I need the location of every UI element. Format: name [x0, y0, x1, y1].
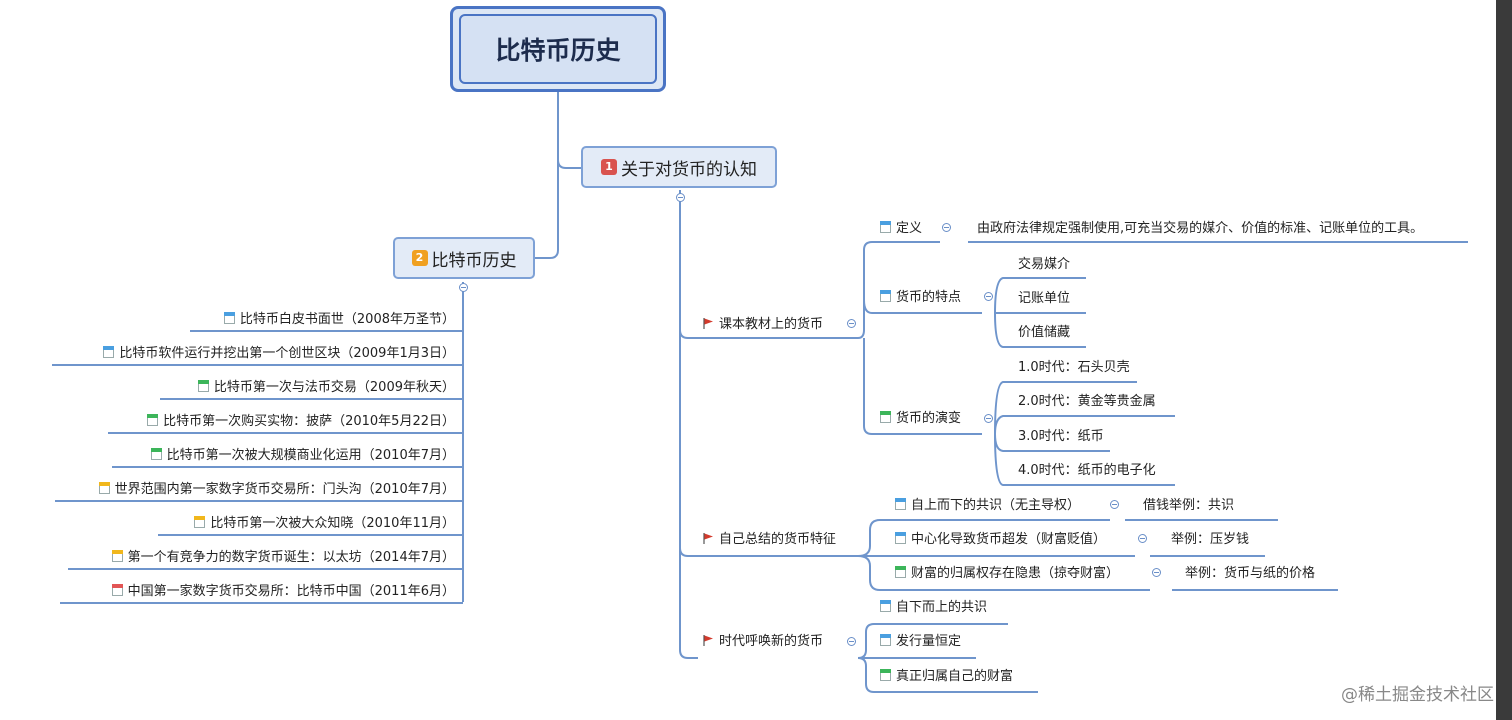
topic-money-evolution[interactable]: 货币的演变: [880, 410, 961, 428]
root-topic-label: 比特币历史: [459, 14, 657, 84]
priority-2-icon: 2: [411, 250, 428, 266]
evolution-item[interactable]: 3.0时代：纸币: [1018, 429, 1104, 444]
history-item[interactable]: 比特币第一次购买实物：披萨（2010年5月22日）: [147, 413, 455, 431]
summary-item[interactable]: 中心化导致货币超发（财富贬值）: [895, 531, 1106, 549]
feature-item[interactable]: 交易媒介: [1018, 257, 1071, 272]
era-item[interactable]: 真正归属自己的财富: [880, 668, 1013, 686]
collapse-toggle-icon[interactable]: [847, 319, 856, 328]
feature-item[interactable]: 价值储藏: [1018, 325, 1071, 340]
collapse-toggle-icon[interactable]: [676, 193, 685, 202]
history-item[interactable]: 比特币白皮书面世（2008年万圣节）: [223, 311, 455, 329]
history-item[interactable]: 比特币第一次被大规模商业化运用（2010年7月）: [150, 447, 455, 465]
red-flag-icon: [703, 533, 713, 544]
task-3-icon: [880, 411, 891, 423]
task-1-icon: [880, 221, 891, 233]
task-3-icon: [895, 566, 906, 578]
topic-money-features[interactable]: 货币的特点: [880, 289, 961, 307]
window-edge: [1496, 0, 1512, 720]
branch-history-label: 比特币历史: [431, 250, 517, 271]
topic-own-summary[interactable]: 自己总结的货币特征: [703, 531, 836, 549]
history-item[interactable]: 比特币第一次被大众知晓（2010年11月）: [194, 515, 455, 533]
priority-1-icon: 1: [601, 159, 617, 175]
task-2-icon: [895, 532, 906, 544]
evolution-item[interactable]: 1.0时代：石头贝壳: [1018, 360, 1130, 375]
task-1-icon: [880, 600, 891, 612]
summary-item[interactable]: 财富的归属权存在隐患（掠夺财富）: [895, 565, 1119, 583]
task-4-icon: [147, 414, 159, 426]
topic-textbook-money[interactable]: 课本教材上的货币: [703, 316, 823, 334]
summary-example[interactable]: 举例：货币与纸的价格: [1185, 566, 1316, 581]
collapse-toggle-icon[interactable]: [984, 292, 993, 301]
branch-bitcoin-history[interactable]: 2 比特币历史: [393, 237, 535, 279]
red-flag-icon: [703, 318, 713, 329]
task-8-icon: [111, 550, 123, 562]
task-2-icon: [880, 290, 891, 302]
branch-money-cognition[interactable]: 1 关于对货币的认知: [581, 146, 777, 188]
collapse-toggle-icon[interactable]: [984, 414, 993, 423]
task-1-icon: [223, 312, 235, 324]
task-5-icon: [150, 448, 162, 460]
task-9-icon: [111, 584, 123, 596]
collapse-toggle-icon[interactable]: [847, 637, 856, 646]
topic-definition[interactable]: 定义: [880, 220, 922, 238]
task-3-icon: [197, 380, 209, 392]
collapse-toggle-icon[interactable]: [1138, 534, 1147, 543]
history-item[interactable]: 比特币软件运行并挖出第一个创世区块（2009年1月3日）: [103, 345, 455, 363]
task-1-icon: [895, 498, 906, 510]
task-2-icon: [880, 634, 891, 646]
evolution-item[interactable]: 4.0时代：纸币的电子化: [1018, 463, 1156, 478]
era-item[interactable]: 发行量恒定: [880, 633, 961, 651]
summary-item[interactable]: 自上而下的共识（无主导权）: [895, 497, 1080, 515]
definition-text[interactable]: 由政府法律规定强制使用,可充当交易的媒介、价值的标准、记账单位的工具。: [977, 221, 1424, 236]
watermark: @稀土掘金技术社区: [1341, 685, 1494, 705]
summary-example[interactable]: 借钱举例：共识: [1143, 498, 1235, 513]
history-item[interactable]: 比特币第一次与法币交易（2009年秋天）: [197, 379, 455, 397]
task-3-icon: [880, 669, 891, 681]
history-item[interactable]: 世界范围内第一家数字货币交易所：门头沟（2010年7月）: [98, 481, 455, 499]
collapse-toggle-icon[interactable]: [942, 223, 951, 232]
topic-era-calls[interactable]: 时代呼唤新的货币: [703, 633, 823, 651]
root-topic[interactable]: 比特币历史: [450, 6, 666, 92]
task-2-icon: [103, 346, 115, 358]
history-item[interactable]: 第一个有竞争力的数字货币诞生：以太坊（2014年7月）: [111, 549, 455, 567]
branch-money-label: 关于对货币的认知: [621, 159, 757, 180]
evolution-item[interactable]: 2.0时代：黄金等贵金属: [1018, 394, 1156, 409]
era-item[interactable]: 自下而上的共识: [880, 599, 987, 617]
history-item[interactable]: 中国第一家数字货币交易所：比特币中国（2011年6月）: [111, 583, 455, 601]
task-6-icon: [98, 482, 110, 494]
collapse-toggle-icon[interactable]: [1110, 500, 1119, 509]
task-7-icon: [194, 516, 206, 528]
collapse-toggle-icon[interactable]: [1152, 568, 1161, 577]
red-flag-icon: [703, 635, 713, 646]
summary-example[interactable]: 举例：压岁钱: [1171, 532, 1250, 547]
feature-item[interactable]: 记账单位: [1018, 291, 1071, 306]
collapse-toggle-icon[interactable]: [459, 283, 468, 292]
